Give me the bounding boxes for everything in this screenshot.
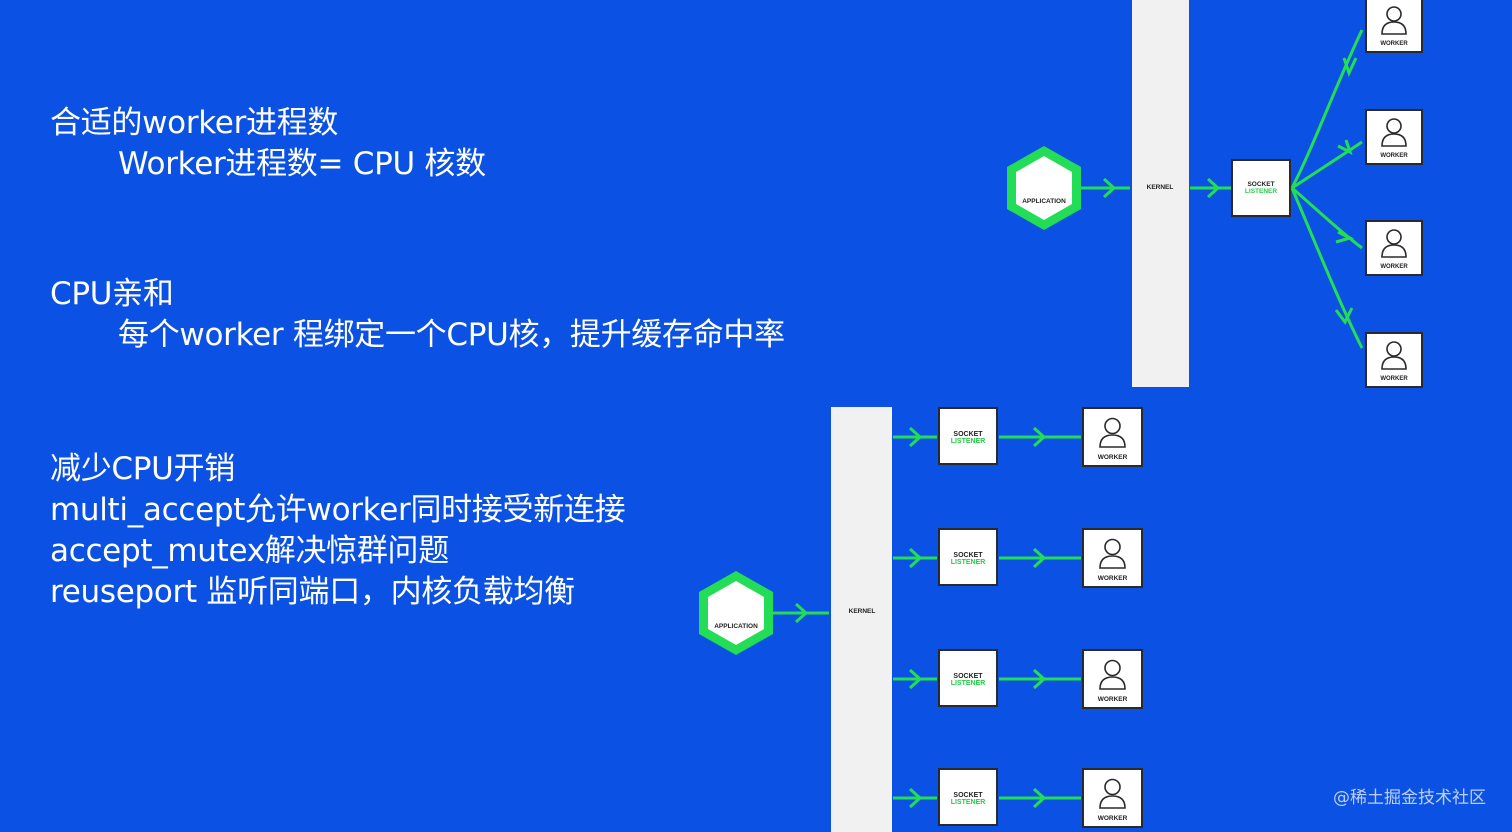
shared-listener-diagram: KERNEL APPLICATION SOCKET LISTENER — [1007, 0, 1423, 388]
listener-row: SOCKET LISTENER WORKER — [893, 768, 1143, 828]
socket-label: SOCKET — [953, 792, 983, 799]
worker-count-detail: Worker进程数= CPU 核数 — [118, 146, 486, 182]
kernel-label: KERNEL — [1147, 184, 1174, 191]
application-node: APPLICATION — [1007, 146, 1081, 230]
app-to-kernel-arrowhead — [1102, 177, 1117, 199]
worker-icon-body — [1099, 676, 1126, 690]
reuseport-diagram: KERNEL APPLICATION SOCKET LISTENER — [699, 407, 1143, 832]
worker-node: WORKER — [1365, 109, 1423, 165]
socket-label: SOCKET — [953, 673, 983, 680]
fan-out-arrowhead-4 — [1334, 307, 1354, 325]
worker-icon — [1104, 778, 1121, 796]
socket-listener: SOCKET LISTENER — [938, 407, 998, 465]
worker-count-heading: 合适的worker进程数 — [50, 105, 339, 141]
socket-to-worker-arrowhead — [1032, 426, 1047, 448]
watermark: @稀土掘金技术社区 — [1333, 788, 1486, 808]
worker-box — [1082, 528, 1143, 588]
worker-node: WORKER — [1082, 649, 1143, 709]
worker-label: WORKER — [1098, 815, 1128, 822]
socket-to-worker-arrowhead — [1032, 668, 1047, 690]
worker-icon — [1104, 538, 1121, 556]
fan-out-line-4 — [1290, 187, 1364, 349]
worker-label: WORKER — [1380, 376, 1408, 382]
cpu-affinity-heading: CPU亲和 — [50, 276, 174, 312]
kernel-bar — [1132, 0, 1189, 387]
worker-label: WORKER — [1098, 575, 1128, 582]
socket-label: SOCKET — [1247, 181, 1274, 188]
fan-out-arrowhead-1 — [1342, 57, 1358, 78]
kernel-bar — [831, 407, 892, 832]
cpu-affinity-section: CPU亲和 每个worker 程绑定一个CPU核，提升缓存命中率 — [50, 274, 785, 356]
worker-node: WORKER — [1365, 220, 1423, 276]
worker-icon — [1104, 417, 1121, 435]
worker-node: WORKER — [1082, 528, 1143, 588]
reduce-cpu-heading: 减少CPU开销 — [50, 451, 235, 487]
worker-node: WORKER — [1082, 407, 1143, 467]
reduce-cpu-overhead-section: 减少CPU开销 multi_accept允许worker同时接受新连接 acce… — [50, 449, 626, 613]
socket-to-worker-arrowhead — [1032, 787, 1047, 809]
fan-out-line-3 — [1291, 186, 1363, 250]
cpu-affinity-detail: 每个worker 程绑定一个CPU核，提升缓存命中率 — [118, 317, 785, 353]
multi-accept-line: multi_accept允许worker同时接受新连接 — [50, 492, 626, 528]
socket-label: SOCKET — [953, 552, 983, 559]
listener-label: LISTENER — [951, 559, 986, 566]
kernel-to-socket-arrowhead — [908, 668, 923, 690]
listener-label: LISTENER — [951, 799, 986, 806]
application-node: APPLICATION — [699, 571, 773, 655]
worker-label: WORKER — [1098, 696, 1128, 703]
app-to-kernel-arrowhead — [794, 602, 809, 624]
listener-label: LISTENER — [1245, 188, 1277, 195]
worker-icon-body — [1099, 795, 1126, 809]
worker-box — [1082, 649, 1143, 709]
application-label: APPLICATION — [714, 623, 758, 630]
worker-label: WORKER — [1380, 41, 1408, 47]
worker-label: WORKER — [1098, 454, 1128, 461]
socket-to-worker-arrowhead — [1032, 547, 1047, 569]
worker-box — [1082, 768, 1143, 828]
listener-row: SOCKET LISTENER WORKER — [893, 407, 1143, 467]
listener-row: SOCKET LISTENER WORKER — [893, 649, 1143, 709]
worker-node: WORKER — [1365, 0, 1423, 53]
application-hex-icon — [1007, 146, 1081, 230]
worker-icon-body — [1099, 434, 1126, 448]
listener-row: SOCKET LISTENER WORKER — [893, 528, 1143, 588]
accept-mutex-line: accept_mutex解决惊群问题 — [50, 533, 449, 569]
worker-label: WORKER — [1380, 264, 1408, 270]
worker-icon — [1104, 659, 1121, 677]
socket-label: SOCKET — [953, 431, 983, 438]
worker-node: WORKER — [1082, 768, 1143, 828]
worker-label: WORKER — [1380, 153, 1408, 159]
kernel-to-socket-arrowhead — [1206, 177, 1221, 199]
listener-label: LISTENER — [951, 438, 986, 445]
fan-out-arrowhead-3 — [1335, 230, 1355, 244]
kernel-label: KERNEL — [849, 608, 876, 615]
fan-out-line-1 — [1290, 29, 1364, 189]
socket-listener: SOCKET LISTENER — [938, 528, 998, 586]
socket-listener: SOCKET LISTENER — [938, 768, 998, 826]
application-label: APPLICATION — [1022, 198, 1066, 205]
worker-node: WORKER — [1365, 332, 1423, 388]
worker-icon-body — [1099, 555, 1126, 569]
kernel-to-socket-arrowhead — [908, 787, 923, 809]
listener-label: LISTENER — [951, 680, 986, 687]
shared-socket-listener: SOCKET LISTENER — [1231, 159, 1291, 217]
worker-count-section: 合适的worker进程数 Worker进程数= CPU 核数 — [50, 103, 486, 185]
application-hex-icon — [699, 571, 773, 655]
fan-out-line-2 — [1291, 140, 1363, 190]
reuseport-line: reuseport 监听同端口，内核负载均衡 — [50, 574, 575, 610]
socket-listener: SOCKET LISTENER — [938, 649, 998, 707]
kernel-to-socket-arrowhead — [908, 426, 923, 448]
worker-box — [1082, 407, 1143, 467]
kernel-to-socket-arrowhead — [908, 547, 923, 569]
fan-out-arrowhead-2 — [1337, 139, 1353, 155]
